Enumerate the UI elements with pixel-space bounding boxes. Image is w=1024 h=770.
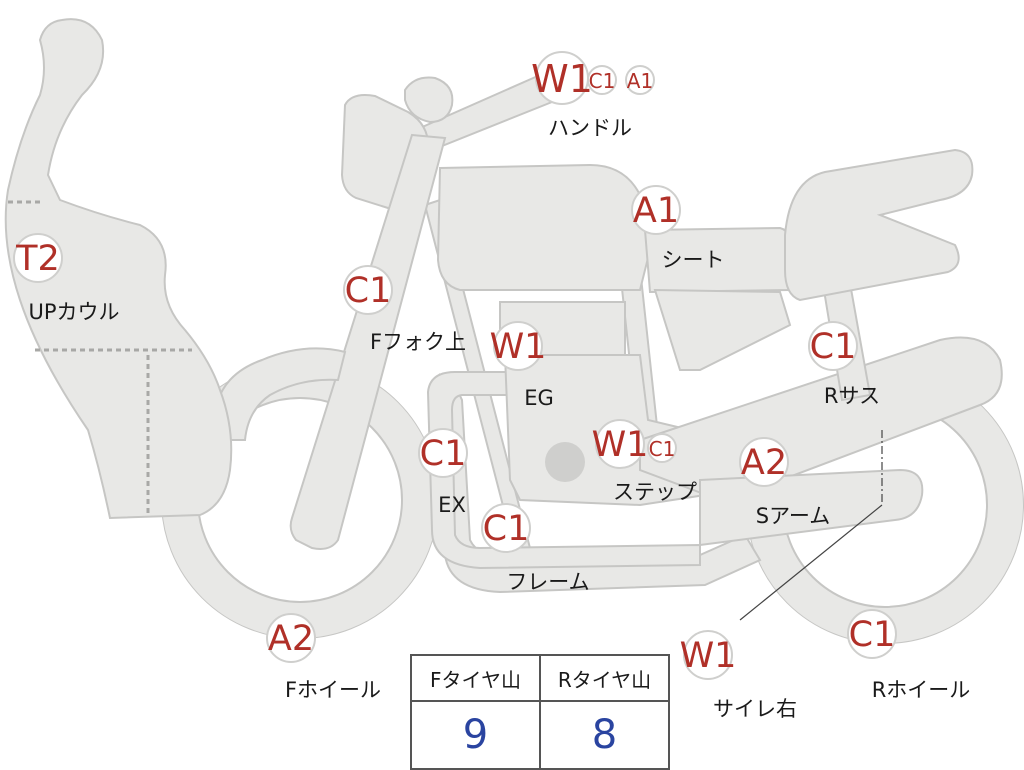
seat-badge-1: A1: [631, 185, 681, 235]
r-sus-label: Rサス: [824, 384, 880, 408]
ex-badge-circle: [418, 428, 468, 478]
r-sus-condition-code: C1: [810, 327, 857, 367]
frame-condition-code: C1: [483, 509, 530, 549]
up-cowl-label: UPカウル: [28, 300, 119, 324]
s-arm-badge-1: A2: [739, 437, 789, 487]
tail-shape: [784, 148, 974, 302]
upper-cowl-shape: [4, 18, 233, 520]
tire-tread-table: Fタイヤ山 Rタイヤ山 9 8: [410, 654, 670, 770]
s-arm-badge-circle: [739, 437, 789, 487]
eg-label: EG: [524, 386, 554, 410]
ex-condition-code: C1: [420, 434, 467, 474]
seat-condition-code: A1: [633, 191, 679, 231]
r-wheel-condition-code: C1: [849, 615, 896, 655]
r-wheel-badge-1: C1: [847, 609, 897, 659]
f-fork-upper-badge-circle: [343, 265, 393, 315]
handle-badge-2: C1: [587, 65, 617, 95]
step-badge-1: W1: [592, 419, 649, 469]
eg-badge-1: W1: [490, 321, 547, 371]
silencer-leader: [739, 504, 883, 621]
rear-tire-tread-header: Rタイヤ山: [539, 654, 670, 702]
f-fork-upper-condition-code: C1: [345, 271, 392, 311]
silencer-right-badge-circle: [683, 630, 733, 680]
step-badge-circle: [647, 433, 677, 463]
handle-label: ハンドル: [548, 116, 632, 140]
seat-lower: [653, 288, 792, 371]
frame-badge-circle: [481, 503, 531, 553]
handle-condition-code: A1: [627, 69, 653, 93]
engine-cover: [545, 442, 585, 482]
mirror-shape: [404, 76, 454, 124]
s-arm-label: Sアーム: [756, 504, 830, 528]
handle-condition-code: C1: [589, 69, 616, 93]
ex-badge-1: C1: [418, 428, 468, 478]
up-cowl-condition-code: T2: [15, 239, 60, 279]
r-wheel-label: Rホイール: [872, 678, 971, 702]
f-wheel-badge-1: A2: [266, 613, 316, 663]
silencer-right-badge-1: W1: [680, 630, 737, 680]
r-sus-badge-circle: [808, 321, 858, 371]
swing-arm-shape: [639, 336, 1003, 502]
up-cowl-badge-1: T2: [13, 233, 63, 283]
step-badge-2: C1: [647, 433, 677, 463]
front-fender-shape: [213, 347, 347, 441]
seat-label: シート: [662, 248, 725, 272]
up-cowl-badge-circle: [13, 233, 63, 283]
silencer-shape: [699, 468, 924, 547]
s-arm-condition-code: A2: [741, 443, 787, 483]
step-condition-code: W1: [592, 425, 649, 465]
front-tire-tread-value: 9: [410, 700, 541, 770]
ex-label: EX: [438, 493, 466, 517]
step-badge-circle: [595, 419, 645, 469]
step-label: ステップ: [613, 480, 697, 504]
frame-badge-1: C1: [481, 503, 531, 553]
f-wheel-badge-circle: [266, 613, 316, 663]
f-wheel-condition-code: A2: [268, 619, 314, 659]
silencer-right-label: サイレ右: [713, 697, 797, 721]
f-fork-upper-label: Fフォク上: [370, 330, 466, 354]
eg-condition-code: W1: [490, 327, 547, 367]
handle-badge-3: A1: [625, 65, 655, 95]
handle-badge-1: W1: [531, 51, 593, 105]
front-tire-tread-header: Fタイヤ山: [410, 654, 541, 702]
f-fork-upper-badge-1: C1: [343, 265, 393, 315]
tank-shape: [436, 163, 657, 291]
handle-condition-code: W1: [531, 57, 593, 101]
r-wheel-badge-circle: [847, 609, 897, 659]
step-condition-code: C1: [649, 437, 676, 461]
rear-tire-tread-value: 8: [539, 700, 670, 770]
silencer-right-condition-code: W1: [680, 636, 737, 676]
handle-badge-circle: [625, 65, 655, 95]
exhaust-shape: [426, 371, 701, 570]
seat-badge-circle: [631, 185, 681, 235]
r-sus-badge-1: C1: [808, 321, 858, 371]
f-wheel-label: Fホイール: [285, 678, 381, 702]
eg-badge-circle: [493, 321, 543, 371]
front-fork-shape: [289, 133, 447, 550]
handle-badge-circle: [587, 65, 617, 95]
frame-label: フレーム: [506, 570, 589, 594]
